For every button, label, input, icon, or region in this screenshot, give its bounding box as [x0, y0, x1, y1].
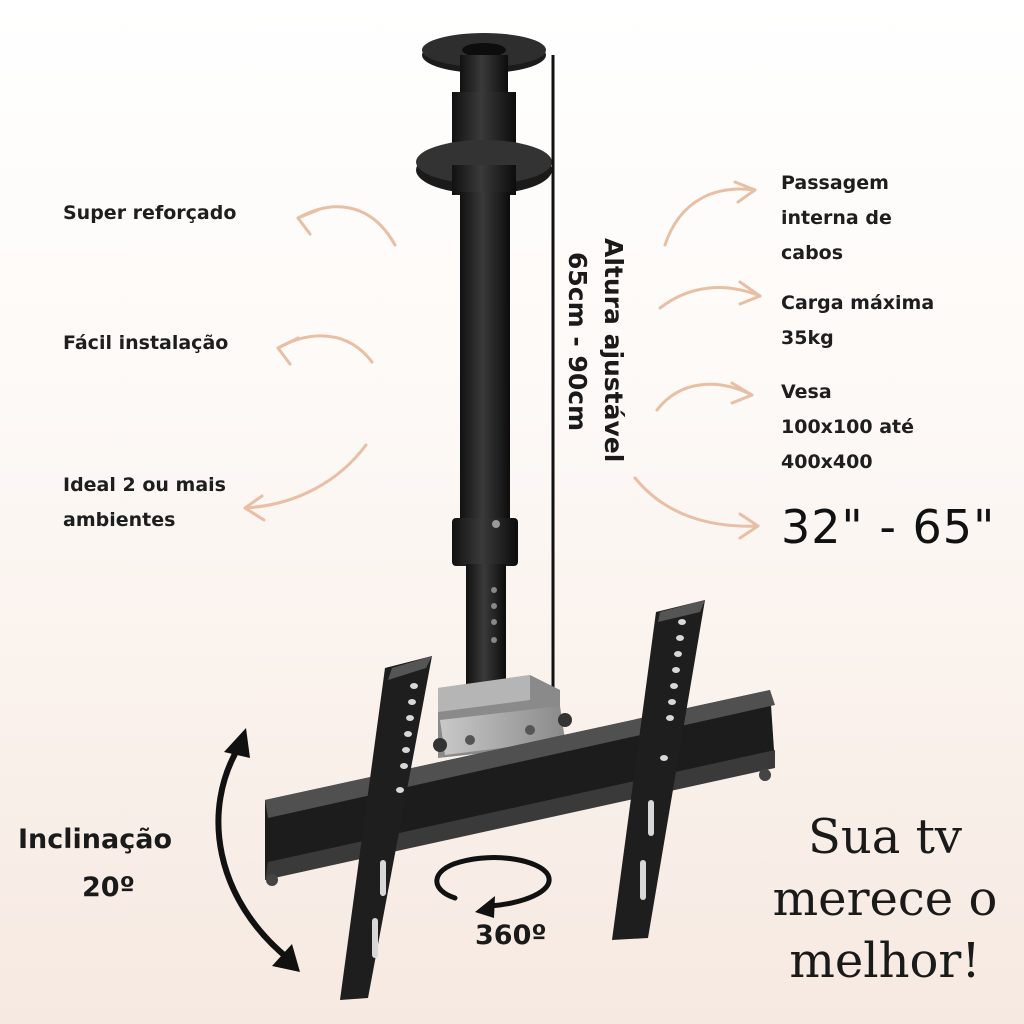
slogan: Sua tv merece o melhor!: [760, 806, 1010, 992]
feature-vesa-line3: 400x400: [781, 451, 873, 473]
feature-cables-line1: Passagem: [781, 172, 889, 194]
feature-vesa-line1: Vesa: [781, 381, 832, 403]
feature-reinforced: Super reforçado: [63, 196, 236, 231]
slogan-line2: merece o: [772, 871, 998, 927]
arrow-ideal-icon: [243, 443, 368, 522]
slogan-line3: melhor!: [789, 933, 981, 989]
feature-cables-line3: cabos: [781, 242, 844, 264]
middle-disc: [416, 140, 552, 195]
feature-cables: Passagem interna de cabos: [781, 166, 892, 271]
height-range: 65cm - 90cm: [563, 252, 592, 432]
right-vertical-arm: [612, 600, 705, 940]
feature-install: Fácil instalação: [63, 326, 228, 361]
feature-load-line1: Carga máxima: [781, 292, 935, 314]
tilt-value: 20º: [82, 872, 135, 903]
rotation-value: 360º: [475, 920, 547, 951]
rotation-arrow-icon: [434, 855, 552, 918]
slogan-line1: Sua tv: [807, 809, 963, 865]
feature-install-text: Fácil instalação: [63, 332, 229, 354]
tilt-label: Inclinação: [18, 824, 172, 855]
feature-ideal-line1: Ideal 2 ou mais: [63, 474, 226, 496]
feature-load: Carga máxima 35kg: [781, 286, 934, 356]
arrow-load-icon: [658, 280, 762, 310]
feature-ideal: Ideal 2 ou mais ambientes: [63, 468, 226, 538]
pole-holes: [491, 587, 497, 643]
feature-cables-line2: interna de: [781, 207, 892, 229]
feature-vesa: Vesa 100x100 até 400x400: [781, 375, 914, 480]
arrow-reinforced-icon: [296, 205, 397, 247]
inner-pole: [466, 564, 506, 694]
feature-vesa-line2: 100x100 até: [781, 416, 914, 438]
main-pole: [460, 192, 510, 522]
arrow-cables-icon: [663, 180, 757, 247]
pole-collar: [452, 518, 518, 566]
height-label: Altura ajustável: [599, 238, 628, 463]
arrow-size-icon: [633, 476, 760, 540]
feature-ideal-line2: ambientes: [63, 509, 176, 531]
tilt-arrow-icon: [215, 728, 300, 972]
feature-reinforced-text: Super reforçado: [63, 202, 237, 224]
arrow-install-icon: [276, 334, 374, 366]
feature-load-line2: 35kg: [781, 327, 834, 349]
left-vertical-arm: [340, 656, 432, 1000]
ceiling-flange: [422, 33, 546, 152]
screen-size-range: 32" - 65": [781, 500, 996, 554]
arrow-vesa-icon: [655, 381, 754, 412]
